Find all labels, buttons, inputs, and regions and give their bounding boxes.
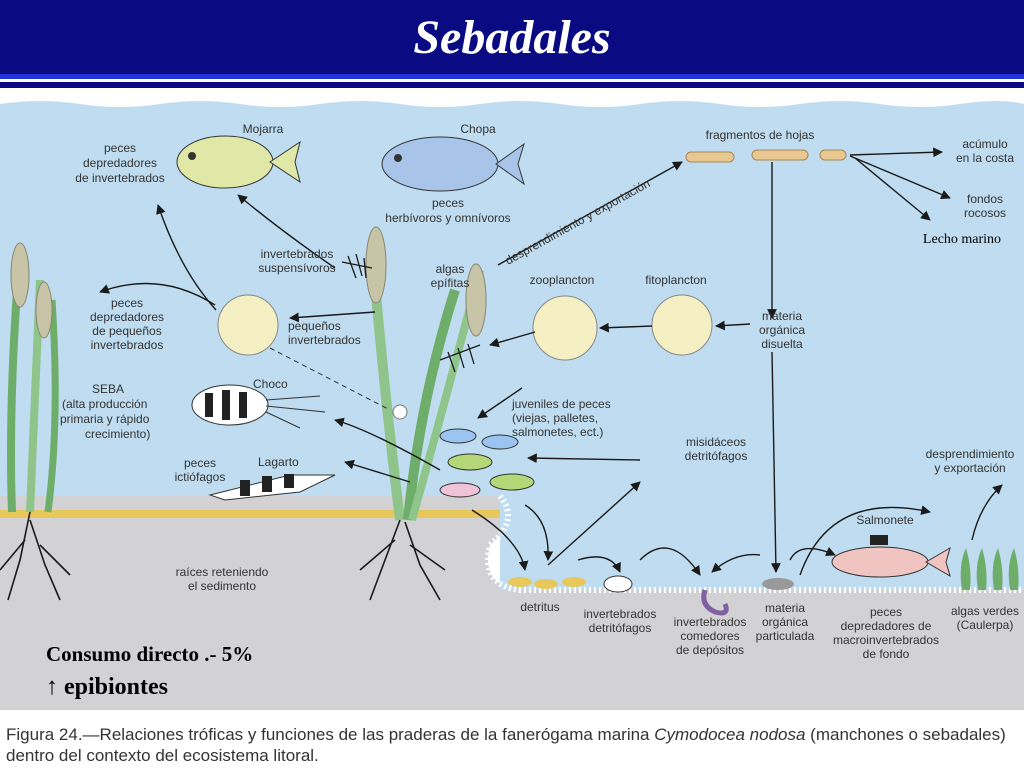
- lagarto-fish: [208, 474, 336, 501]
- label-seba: crecimiento): [85, 427, 150, 441]
- epibiontes-text: ↑ epibiontes: [46, 674, 169, 700]
- label-chopa: Chopa: [460, 122, 496, 136]
- label-juveniles: salmonetes, ect.): [512, 425, 603, 439]
- label-juveniles: (viejas, palletes,: [512, 411, 598, 425]
- label-seba: (alta producción: [62, 397, 147, 411]
- fitoplancton-circle: [651, 294, 713, 356]
- label-invert-detritofagos: detritófagos: [589, 621, 652, 635]
- label-algas-epifitas: epífitas: [431, 276, 470, 290]
- label-peces-dep-pequenos: invertebrados: [91, 338, 164, 352]
- label-peces-dep-invert: peces: [104, 141, 136, 155]
- caption-part1: Figura 24.—Relaciones tróficas y funcion…: [6, 725, 655, 744]
- label-fondos: rocosos: [964, 206, 1006, 220]
- label-misidaceos: detritófagos: [685, 449, 748, 463]
- detritus-pile: [508, 577, 586, 589]
- caulerpa-algae: [960, 548, 1019, 590]
- small-invertebrates-circle: [217, 294, 279, 356]
- label-raices: el sedimento: [188, 579, 256, 593]
- sediment-area: [0, 496, 1024, 710]
- label-peces-dep-invert: depredadores: [83, 156, 157, 170]
- label-algas-epifitas: algas: [436, 262, 465, 276]
- title-stripe: [0, 74, 1024, 79]
- label-peces-dep-pequenos: de pequeños: [92, 324, 161, 338]
- label-salmonete: Salmonete: [856, 513, 914, 527]
- label-choco: Choco: [253, 377, 288, 391]
- salmonete-fish: [831, 535, 951, 578]
- leaf-fragments: [685, 149, 847, 163]
- label-invert-comedores: de depósitos: [676, 643, 744, 657]
- caption-part2: (manchones o sebadales) dentro del conte…: [6, 725, 1006, 765]
- juvenile-fishes: [439, 428, 535, 498]
- figure-caption: Figura 24.—Relaciones tróficas y funcion…: [0, 710, 1024, 768]
- dashed-link: [269, 347, 391, 411]
- zooplancton-circle: [532, 295, 598, 361]
- particulate-matter: [762, 578, 794, 590]
- label-misidaceos: misidáceos: [686, 435, 746, 449]
- slide-title: Sebadales: [413, 11, 611, 64]
- consumo-directo-text: Consumo directo .- 5%: [46, 642, 254, 666]
- label-invert-suspensivoros: invertebrados: [261, 247, 334, 261]
- label-acumulo: acúmulo: [962, 137, 1008, 151]
- mojarra-fish: [176, 135, 301, 189]
- label-peces-fondo: macroinvertebrados: [833, 633, 939, 647]
- caption-species: Cymodocea nodosa: [654, 725, 806, 744]
- label-juveniles: juveniles de peces: [511, 397, 611, 411]
- label-materia-particulada: materia: [765, 601, 805, 615]
- label-algas-verdes: (Caulerpa): [957, 618, 1014, 632]
- label-invert-comedores: invertebrados: [674, 615, 747, 629]
- water-surface: [0, 96, 1024, 107]
- label-seba: SEBA: [92, 382, 124, 396]
- label-peces-dep-invert: de invertebrados: [75, 171, 164, 185]
- worm: [701, 589, 729, 616]
- roots: [0, 511, 446, 601]
- label-fragmentos: fragmentos de hojas: [706, 128, 815, 142]
- label-desprendimiento: y exportación: [934, 461, 1005, 475]
- label-lecho-marino: Lecho marino: [923, 232, 1001, 247]
- label-pequenos-invert: pequeños: [288, 319, 341, 333]
- title-stripe: [0, 88, 1024, 92]
- label-acumulo: en la costa: [956, 151, 1014, 165]
- trophic-arrows: [99, 147, 1003, 576]
- label-peces-herbivoros: herbívoros y omnívoros: [385, 211, 510, 225]
- label-algas-verdes: algas verdes: [951, 604, 1019, 618]
- seagrass-center: [365, 226, 487, 522]
- label-materia-particulada: particulada: [756, 629, 815, 643]
- water-lower: [500, 496, 1024, 590]
- label-desprendimiento: desprendimiento: [926, 447, 1015, 461]
- suspension-feeders: [341, 253, 481, 373]
- label-invert-comedores: comedores: [680, 629, 739, 643]
- choco-squid: [191, 384, 326, 429]
- label-materia-particulada: orgánica: [762, 615, 808, 629]
- label-peces-ictiofagos: ictiófagos: [175, 470, 226, 484]
- label-zooplancton: zooplancton: [530, 273, 595, 287]
- label-invert-suspensivoros: suspensívoros: [258, 261, 335, 275]
- sediment-layer: [0, 510, 500, 518]
- label-fondos: fondos: [967, 192, 1003, 206]
- label-raices: raíces reteniendo: [176, 565, 269, 579]
- label-peces-ictiofagos: peces: [184, 456, 216, 470]
- trophic-diagram: Mojarra Chopa peces depredadores de inve…: [0, 96, 1024, 710]
- label-fitoplancton: fitoplancton: [645, 273, 706, 287]
- label-materia-disuelta: materia: [762, 309, 802, 323]
- label-lagarto: Lagarto: [258, 455, 299, 469]
- chopa-fish: [381, 136, 525, 192]
- label-peces-fondo: de fondo: [863, 647, 910, 661]
- label-materia-disuelta: orgánica: [759, 323, 805, 337]
- label-pequenos-invert: invertebrados: [288, 333, 361, 347]
- label-peces-fondo: peces: [870, 605, 902, 619]
- label-detritus: detritus: [520, 600, 559, 614]
- label-materia-disuelta: disuelta: [761, 337, 803, 351]
- label-peces-dep-pequenos: peces: [111, 296, 143, 310]
- seagrass-left: [7, 242, 59, 513]
- title-stripe: [0, 82, 1024, 88]
- title-bar: [0, 0, 1024, 92]
- label-peces-dep-pequenos: depredadores: [90, 310, 164, 324]
- label-mojarra: Mojarra: [243, 122, 284, 136]
- label-peces-fondo: depredadores de: [841, 619, 932, 633]
- crab: [603, 575, 633, 593]
- label-invert-detritofagos: invertebrados: [584, 607, 657, 621]
- label-seba: primaria y rápido: [60, 412, 150, 426]
- label-peces-herbivoros: peces: [432, 196, 464, 210]
